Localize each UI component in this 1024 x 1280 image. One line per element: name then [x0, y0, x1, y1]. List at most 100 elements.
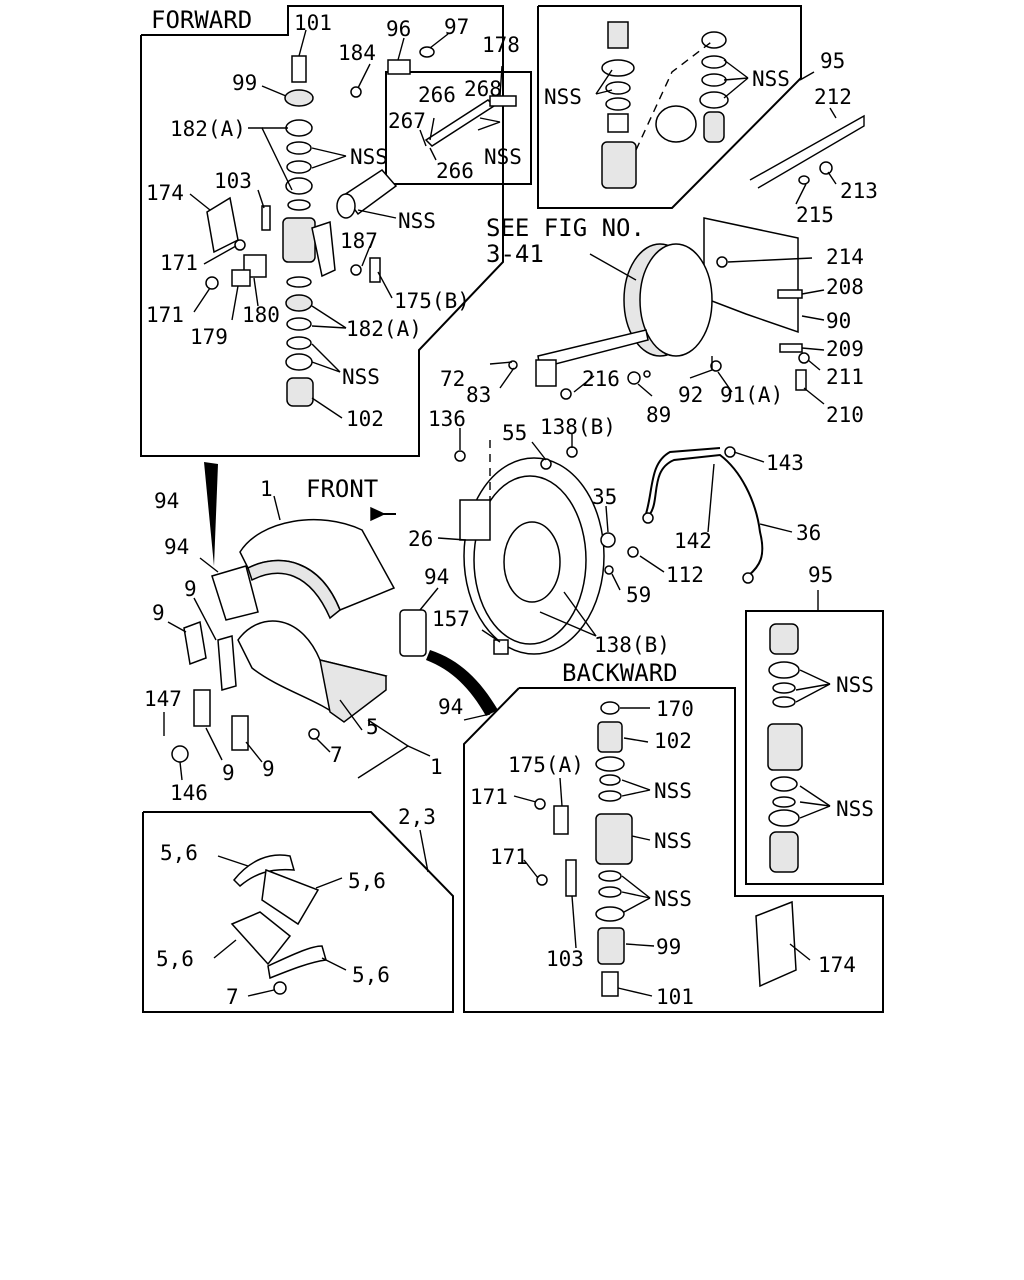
backward-cylinder-parts: [534, 701, 633, 997]
callout-label: 55: [502, 421, 527, 445]
callout-label: 92: [678, 383, 703, 407]
top-right-detail-frame: [537, 5, 802, 209]
callout-label: 99: [656, 935, 681, 959]
callout-label: 171: [146, 303, 184, 327]
callout-label: 143: [766, 451, 804, 475]
callout-label: 171: [470, 785, 508, 809]
callout-label: 95: [820, 49, 845, 73]
callout-label: 5: [366, 715, 379, 739]
callout-label: 208: [826, 275, 864, 299]
callout-label: 212: [814, 85, 852, 109]
callout-label: 182(A): [170, 117, 246, 141]
forward-header: FORWARD: [151, 6, 252, 34]
callout-label: 5,6: [352, 963, 390, 987]
callout-label: 170: [656, 697, 694, 721]
callout-label: 94: [154, 489, 179, 513]
backing-plate: [454, 440, 639, 655]
shoe-kit-parts: [230, 854, 327, 995]
callout-label: NSS: [654, 779, 692, 803]
callout-label: 103: [214, 169, 252, 193]
callout-label: NSS: [484, 145, 522, 169]
callout-label: NSS: [544, 85, 582, 109]
callout-label: 36: [796, 521, 821, 545]
callout-label: NSS: [654, 887, 692, 911]
forward-detail-frame: [140, 5, 532, 457]
shoe-kit-frame: [142, 811, 454, 1013]
callout-label: 103: [546, 947, 584, 971]
callout-label: 102: [654, 729, 692, 753]
callout-label: 209: [826, 337, 864, 361]
callout-label: 146: [170, 781, 208, 805]
top-right-cylinder-parts: [601, 21, 729, 189]
callout-label: 94: [424, 565, 449, 589]
leader-lines: [163, 29, 837, 997]
callout-label: 96: [386, 17, 411, 41]
callout-label: 5,6: [348, 869, 386, 893]
callout-label: 7: [226, 985, 239, 1009]
callout-label: 179: [190, 325, 228, 349]
callout-label: NSS: [342, 365, 380, 389]
see-fig-label: SEE FIG NO.: [486, 214, 645, 242]
callout-label: 1: [260, 477, 273, 501]
callout-label: 266: [436, 159, 474, 183]
callout-label: NSS: [398, 209, 436, 233]
callout-label: 59: [626, 583, 651, 607]
callout-label: 174: [818, 953, 856, 977]
backward-header: BACKWARD: [562, 659, 678, 687]
brake-hose: [642, 446, 764, 584]
callout-label: 184: [338, 41, 376, 65]
callout-label: 213: [840, 179, 878, 203]
callout-label: 112: [666, 563, 704, 587]
callout-label: 102: [346, 407, 384, 431]
callout-label: 9: [222, 761, 235, 785]
callout-label: NSS: [752, 67, 790, 91]
callout-label: 26: [408, 527, 433, 551]
callout-label: 72: [440, 367, 465, 391]
callout-label: 7: [330, 743, 343, 767]
callout-label: 171: [490, 845, 528, 869]
callout-label: 97: [444, 15, 469, 39]
callout-label: NSS: [350, 145, 388, 169]
callout-label: 175(B): [394, 289, 470, 313]
callout-label: 9: [262, 757, 275, 781]
callout-label: 266: [418, 83, 456, 107]
callout-label: 267: [388, 109, 426, 133]
callout-label: 90: [826, 309, 851, 333]
callout-label: 171: [160, 251, 198, 275]
callout-labels: 101 96 97 178 184 99 266 268 267 NSS 266…: [144, 11, 878, 1009]
callout-label: 215: [796, 203, 834, 227]
callout-label: 210: [826, 403, 864, 427]
forward-cylinder-parts: [205, 46, 517, 407]
callout-label: 2,3: [398, 805, 436, 829]
callout-label: 89: [646, 403, 671, 427]
callout-label: 211: [826, 365, 864, 389]
callout-label: 268: [464, 77, 502, 101]
callout-label: 91(A): [720, 383, 783, 407]
callout-label: 101: [656, 985, 694, 1009]
front-direction-label: FRONT: [306, 475, 378, 503]
callout-label: 5,6: [156, 947, 194, 971]
callout-label: 138(B): [540, 415, 616, 439]
callout-label: 180: [242, 303, 280, 327]
right-cylinder-parts: [755, 623, 803, 988]
callout-label: 101: [294, 11, 332, 35]
callout-label: 94: [164, 535, 189, 559]
callout-label: 99: [232, 71, 257, 95]
callout-label: 9: [184, 577, 197, 601]
callout-label: 187: [340, 229, 378, 253]
callout-label: 5,6: [160, 841, 198, 865]
callout-label: 142: [674, 529, 712, 553]
callout-label: 157: [432, 607, 470, 631]
see-fig-number: 3-41: [486, 240, 544, 268]
right-detail-frame: [745, 610, 884, 885]
callout-label: 216: [582, 367, 620, 391]
callout-label: 182(A): [346, 317, 422, 341]
callout-label: 147: [144, 687, 182, 711]
callout-label: NSS: [836, 797, 874, 821]
backward-detail-frame: [463, 687, 884, 1013]
callout-label: 95: [808, 563, 833, 587]
callout-label: 83: [466, 383, 491, 407]
callout-label: 1: [430, 755, 443, 779]
callout-label: 9: [152, 601, 165, 625]
